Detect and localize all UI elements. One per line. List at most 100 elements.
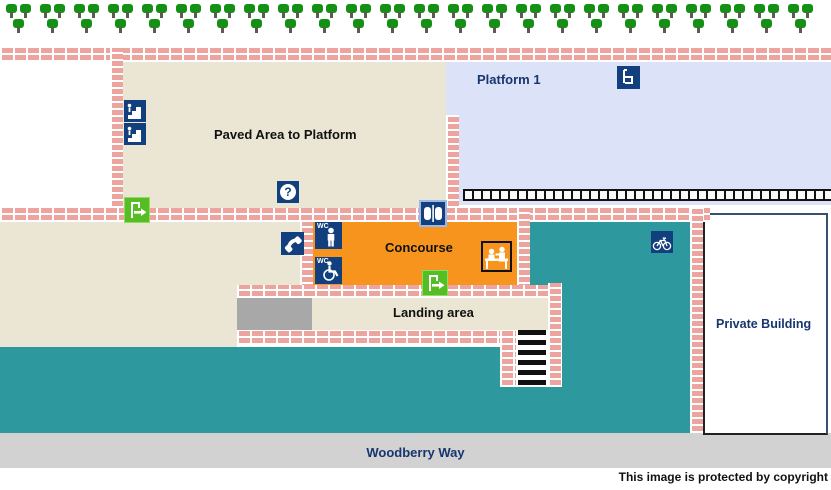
tree-icon: [632, 4, 643, 19]
railway-track: [463, 189, 831, 201]
tree-cluster: [108, 3, 138, 37]
paved-area-lower-left: [0, 298, 237, 347]
tree-icon: [210, 4, 221, 19]
wall-concourse-bottom: [237, 285, 562, 298]
tree-cluster: [244, 3, 274, 37]
tree-icon: [489, 19, 500, 34]
paved-area-label: Paved Area to Platform: [214, 127, 357, 142]
tree-cluster: [754, 3, 784, 37]
copyright-notice: This image is protected by copyright: [618, 470, 828, 484]
tree-icon: [346, 4, 357, 19]
tree-icon: [530, 4, 541, 19]
tree-icon: [285, 19, 296, 34]
tree-icon: [659, 19, 670, 34]
tree-icon: [319, 19, 330, 34]
tree-icon: [523, 19, 534, 34]
tree-cluster: [550, 3, 580, 37]
wall-left-vertical: [110, 48, 123, 222]
tree-icon: [176, 4, 187, 19]
tree-icon: [88, 4, 99, 19]
wc-label: WC: [317, 258, 329, 265]
toilets-men-icon: WC: [315, 222, 342, 249]
tree-cluster: [652, 3, 682, 37]
tree-icon: [700, 4, 711, 19]
road-label: Woodberry Way: [366, 445, 465, 460]
tree-icon: [258, 4, 269, 19]
tree-icon: [353, 19, 364, 34]
tree-cluster: [346, 3, 376, 37]
accessible-toilet-icon: WC: [315, 257, 342, 284]
tree-icon: [754, 4, 765, 19]
tree-icon: [278, 4, 289, 19]
tree-icon: [380, 4, 391, 19]
tree-icon: [142, 4, 153, 19]
wall-middle: [0, 208, 710, 222]
tree-icon: [666, 4, 677, 19]
telephone-icon: [281, 232, 304, 255]
tree-icon: [727, 19, 738, 34]
tree-icon: [550, 4, 561, 19]
cycle-storage-icon: [651, 231, 673, 253]
tree-cluster: [74, 3, 104, 37]
tree-cluster: [312, 3, 342, 37]
wall-concourse-right: [517, 208, 530, 298]
stairs-icon: [124, 123, 146, 145]
tree-icon: [326, 4, 337, 19]
grass-area-bottom: [0, 347, 690, 433]
tree-icon: [74, 4, 85, 19]
tree-icon: [788, 4, 799, 19]
exit-icon: [124, 197, 150, 223]
tree-cluster: [618, 3, 648, 37]
tree-icon: [108, 4, 119, 19]
tree-icon: [149, 19, 160, 34]
tree-cluster: [414, 3, 444, 37]
tree-icon: [156, 4, 167, 19]
help-point-icon: ?: [277, 181, 299, 203]
tree-cluster: [278, 3, 308, 37]
tree-icon: [122, 4, 133, 19]
tree-icon: [292, 4, 303, 19]
wall-zebra-right: [548, 283, 562, 387]
tree-icon: [81, 19, 92, 34]
tree-cluster: [686, 3, 716, 37]
concourse-label: Concourse: [385, 240, 453, 255]
wall-platform-vertical: [446, 115, 459, 208]
tree-icon: [244, 4, 255, 19]
tree-icon: [13, 19, 24, 34]
tree-icon: [421, 19, 432, 34]
tree-icon: [217, 19, 228, 34]
tree-row: [6, 3, 831, 39]
tree-cluster: [176, 3, 206, 37]
tree-cluster: [142, 3, 172, 37]
tree-cluster: [788, 3, 818, 37]
zebra-crossing: [516, 330, 548, 387]
wall-building-left: [690, 208, 703, 433]
tree-icon: [564, 4, 575, 19]
tree-icon: [190, 4, 201, 19]
tree-cluster: [210, 3, 240, 37]
stairs-icon: [124, 100, 146, 122]
tree-icon: [183, 19, 194, 34]
tree-icon: [115, 19, 126, 34]
tree-icon: [20, 4, 31, 19]
tree-icon: [455, 19, 466, 34]
tree-icon: [652, 4, 663, 19]
tree-cluster: [380, 3, 410, 37]
tree-icon: [693, 19, 704, 34]
tree-icon: [761, 19, 772, 34]
tree-icon: [224, 4, 235, 19]
tree-icon: [734, 4, 745, 19]
tree-icon: [251, 19, 262, 34]
tree-icon: [482, 4, 493, 19]
tree-cluster: [584, 3, 614, 37]
tree-icon: [686, 4, 697, 19]
help-glyph: ?: [280, 184, 296, 200]
landing-area-label: Landing area: [393, 305, 474, 320]
tree-icon: [428, 4, 439, 19]
tree-icon: [47, 19, 58, 34]
tree-cluster: [40, 3, 70, 37]
tree-icon: [584, 4, 595, 19]
private-building-label: Private Building: [716, 317, 812, 331]
tree-icon: [496, 4, 507, 19]
